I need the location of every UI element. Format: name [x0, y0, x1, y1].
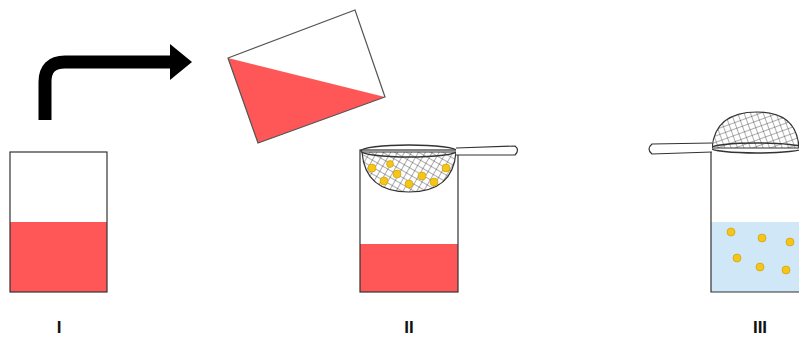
pour-arrow	[45, 44, 192, 120]
tilted-beaker	[228, 10, 385, 143]
beaker-with-strainer	[360, 145, 518, 292]
stage-label: II	[404, 318, 413, 338]
beaker-with-water	[649, 112, 799, 292]
stage-label: III	[753, 318, 767, 338]
beaker	[10, 152, 107, 292]
stage-label: I	[57, 318, 62, 338]
